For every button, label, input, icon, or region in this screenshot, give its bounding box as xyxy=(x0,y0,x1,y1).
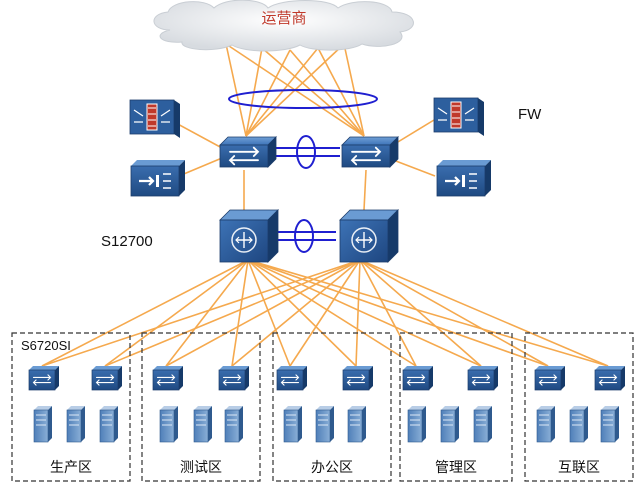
core-switch-label: S12700 xyxy=(101,233,153,250)
server xyxy=(283,406,302,443)
server xyxy=(33,406,52,443)
isp-link xyxy=(245,47,319,137)
isp-bundle-ring xyxy=(228,89,378,109)
access-uplink xyxy=(104,259,249,367)
zones: 生产区 测试区 办公区 管理区 互联区 xyxy=(11,332,634,482)
core-switches xyxy=(219,209,399,263)
access-uplink xyxy=(247,259,549,367)
access-uplink xyxy=(247,259,357,367)
access-uplink xyxy=(359,259,482,367)
zone-box xyxy=(272,332,392,482)
aggregation-switch-left xyxy=(219,136,277,168)
agg-stack-ring xyxy=(296,135,316,169)
core-switch-left xyxy=(219,209,279,263)
server xyxy=(600,406,619,443)
access-uplink xyxy=(41,259,361,367)
cloud-label: 运营商 xyxy=(261,10,306,27)
firewall-lower-left xyxy=(130,160,185,197)
zone-box xyxy=(141,332,261,482)
access-switch xyxy=(152,366,183,391)
access-uplink xyxy=(359,259,549,367)
zone-label: 测试区 xyxy=(180,459,222,475)
access-uplink xyxy=(41,259,249,367)
zone-label: 管理区 xyxy=(435,459,477,475)
access-uplink xyxy=(247,259,417,367)
zone-box xyxy=(399,332,513,482)
access-switch xyxy=(276,366,307,391)
server xyxy=(569,406,588,443)
server xyxy=(407,406,426,443)
isp-link xyxy=(289,49,365,137)
isp-link xyxy=(261,47,365,137)
access-switch xyxy=(28,366,59,391)
zone-5: 互联区 xyxy=(524,332,634,482)
access-uplink xyxy=(247,259,291,367)
fw-link xyxy=(173,121,223,149)
access-uplink xyxy=(359,259,417,367)
zone-1: 生产区 xyxy=(11,332,131,482)
isp-link xyxy=(245,49,291,137)
access-uplink xyxy=(359,259,609,367)
access-uplink xyxy=(247,259,482,367)
zone-label: 生产区 xyxy=(50,459,92,475)
server xyxy=(536,406,555,443)
access-uplink xyxy=(104,259,361,367)
access-switch xyxy=(91,366,122,391)
server xyxy=(193,406,212,443)
server xyxy=(473,406,492,443)
links-layer xyxy=(41,43,609,367)
access-uplink xyxy=(231,259,249,367)
zone-3: 办公区 xyxy=(272,332,392,482)
access-uplink xyxy=(247,259,609,367)
firewalls xyxy=(129,97,491,197)
zone-2: 测试区 xyxy=(141,332,261,482)
server xyxy=(224,406,243,443)
server xyxy=(159,406,178,443)
access-switch xyxy=(467,366,498,391)
aggregation-switches xyxy=(219,136,399,168)
access-uplink xyxy=(165,259,249,367)
access-uplink xyxy=(289,259,361,367)
core-stack-ring xyxy=(294,219,314,253)
fw-link xyxy=(178,157,223,177)
core-uplink xyxy=(363,169,367,211)
firewall-lower-right xyxy=(436,160,491,197)
access-switch xyxy=(594,366,625,391)
zone-4: 管理区 xyxy=(399,332,513,482)
access-switch xyxy=(218,366,249,391)
server xyxy=(347,406,366,443)
cloud-isp: 运营商 xyxy=(153,0,414,52)
server xyxy=(66,406,85,443)
core-switch-right xyxy=(339,209,399,263)
server xyxy=(440,406,459,443)
access-switch xyxy=(402,366,433,391)
access-uplink xyxy=(355,259,361,367)
fw-label: FW xyxy=(518,106,542,123)
stack-rings xyxy=(228,89,378,253)
isp-link xyxy=(343,43,365,137)
server xyxy=(315,406,334,443)
aggregation-switch-right xyxy=(341,136,399,168)
zone-label: 办公区 xyxy=(311,459,353,475)
access-switch xyxy=(342,366,373,391)
access-switch xyxy=(534,366,565,391)
isp-link xyxy=(225,43,247,137)
server xyxy=(99,406,118,443)
firewall-upper-right xyxy=(433,97,484,136)
zone-label: 互联区 xyxy=(558,459,600,475)
firewall-upper-left xyxy=(129,99,180,138)
access-uplink xyxy=(165,259,361,367)
zone-box xyxy=(11,332,131,482)
access-switch-label: S6720SI xyxy=(21,338,71,353)
access-uplink xyxy=(231,259,361,367)
